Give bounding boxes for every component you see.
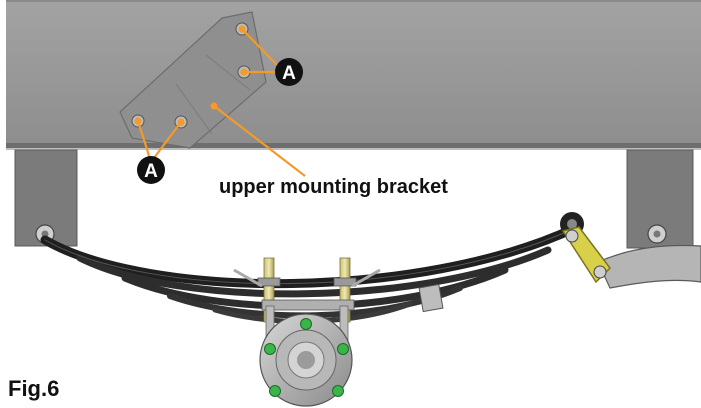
trailer-frame	[6, 0, 701, 150]
lug-nut	[264, 343, 276, 355]
u-bolts	[233, 257, 381, 347]
bracket-label: upper mounting bracket	[219, 176, 448, 198]
marker-a-upper: A	[275, 58, 303, 86]
figure-label: Fig.6	[8, 376, 59, 401]
wheel-hub	[259, 313, 353, 407]
rear-hanger	[597, 149, 701, 289]
svg-text:A: A	[144, 161, 158, 182]
spring-clamp	[418, 283, 444, 313]
lug-nut	[300, 318, 312, 330]
lug-nut	[269, 385, 281, 397]
shackle-link	[560, 212, 611, 284]
callout-leaders	[134, 25, 306, 177]
lug-nut	[332, 385, 344, 397]
svg-text:A: A	[282, 63, 296, 84]
lug-nut	[337, 343, 349, 355]
front-hanger	[14, 149, 78, 247]
marker-a-lower: A	[137, 156, 165, 184]
